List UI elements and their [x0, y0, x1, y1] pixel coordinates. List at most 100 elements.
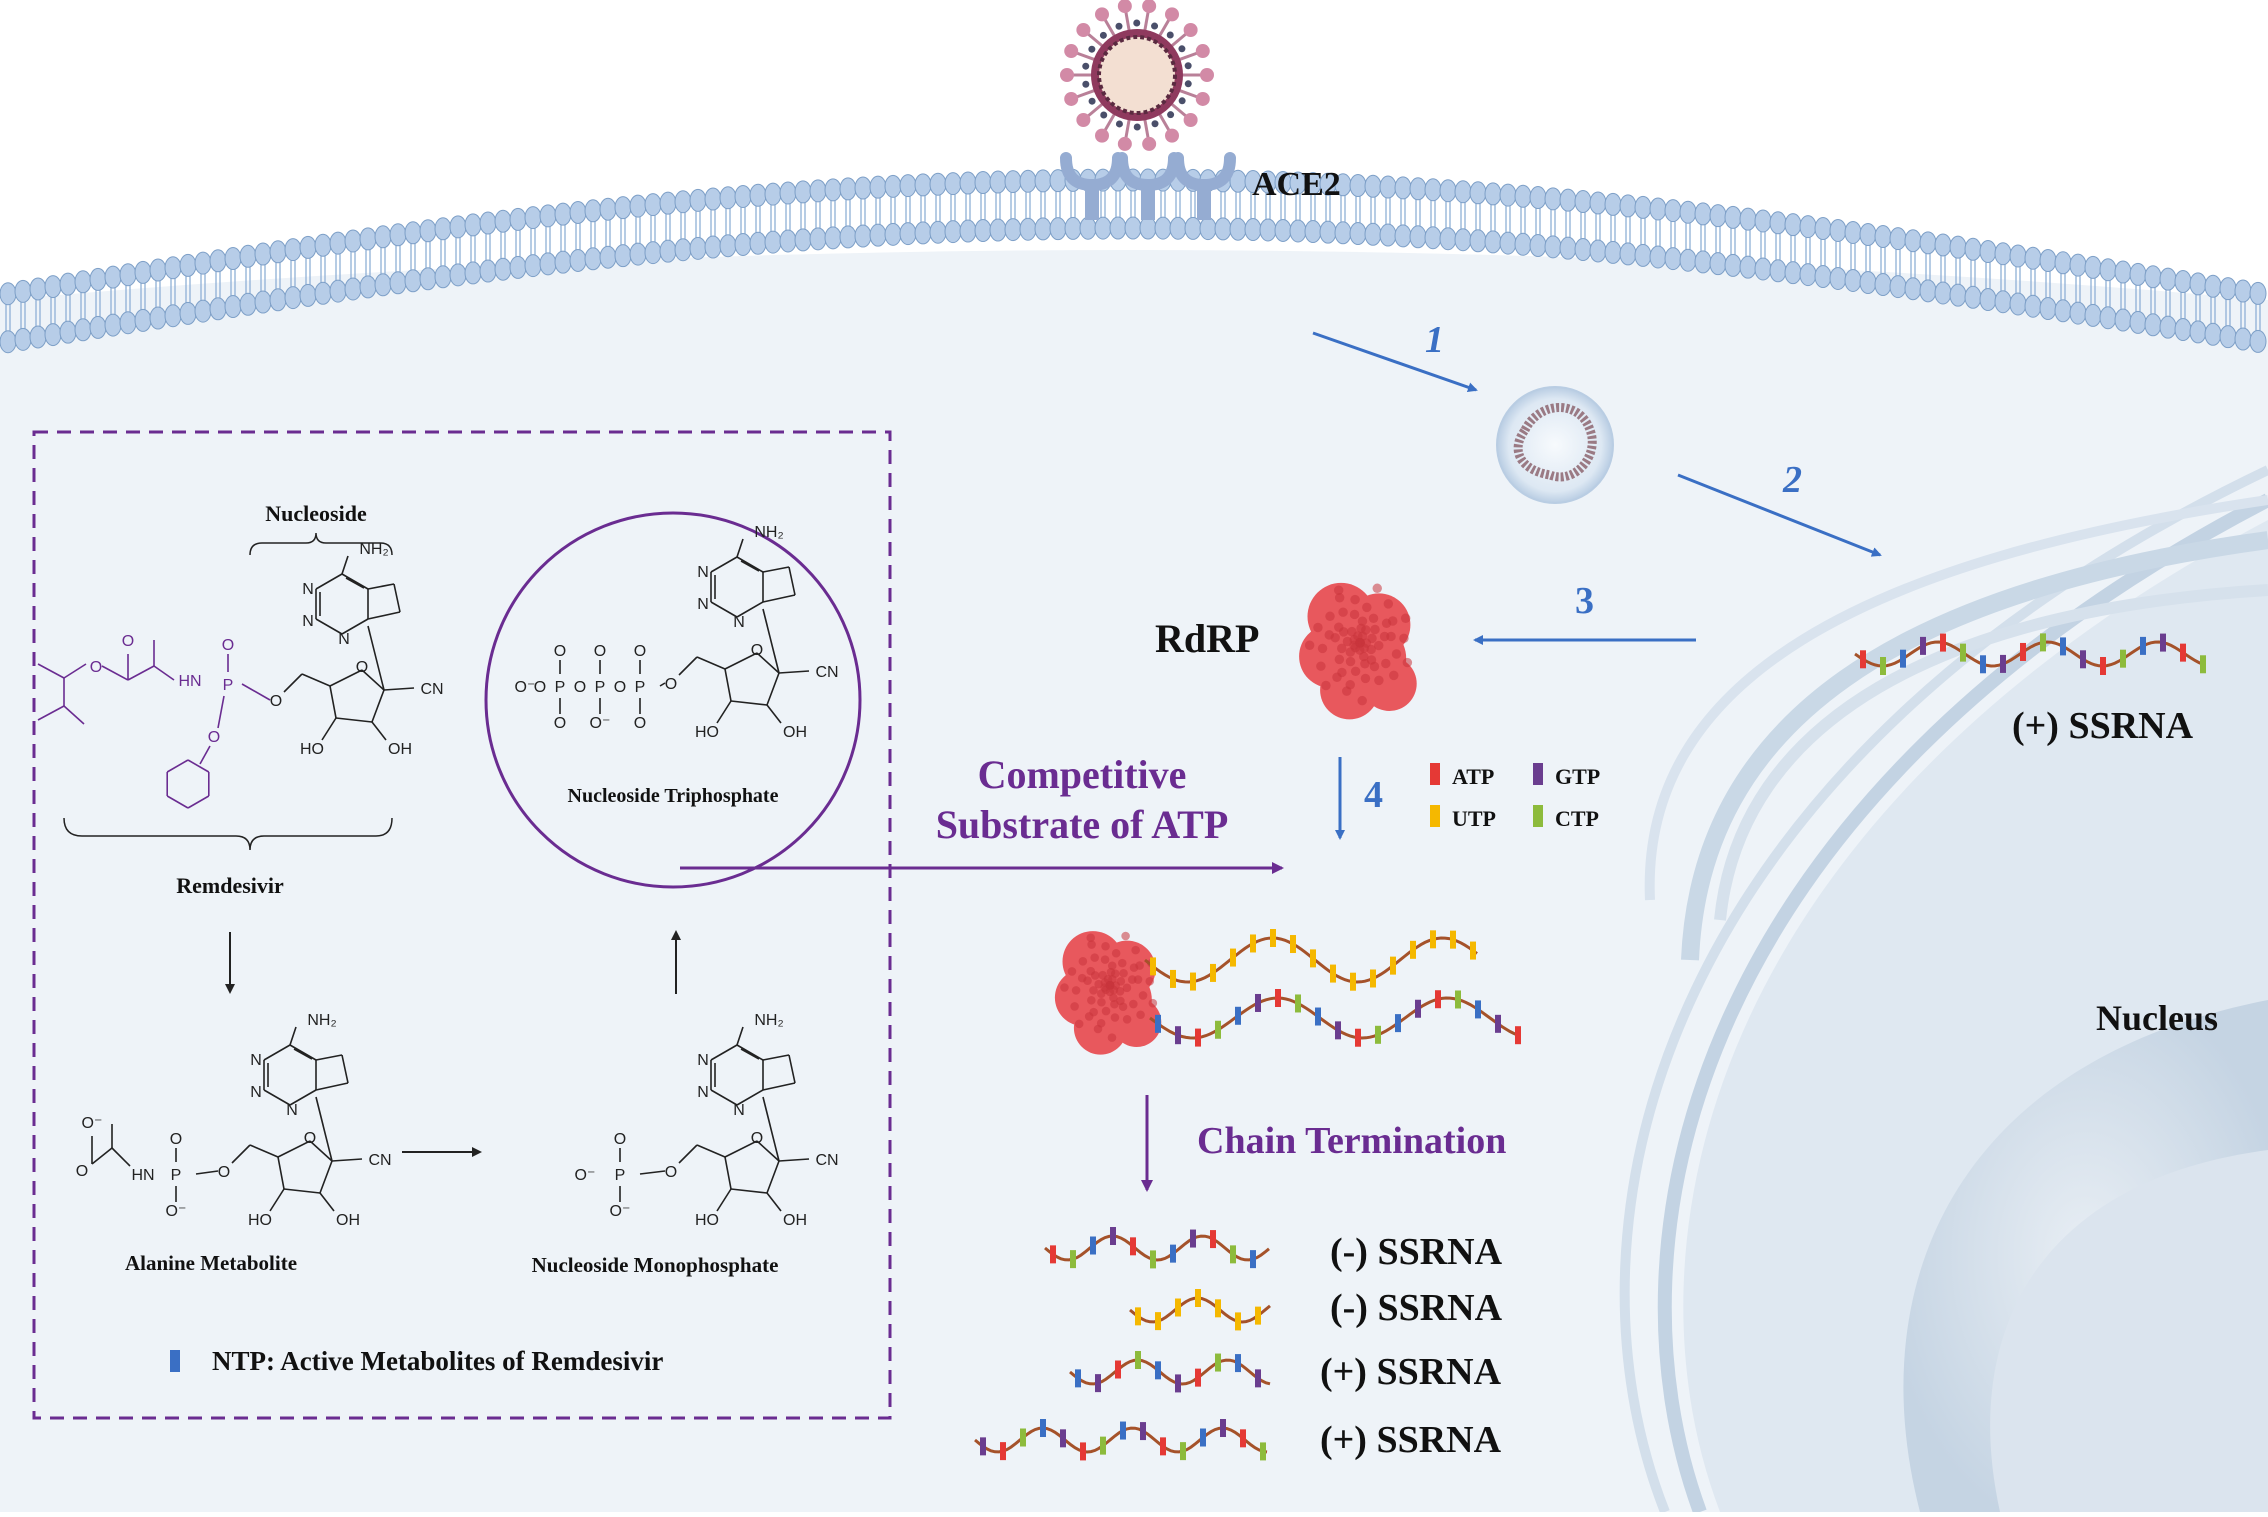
svg-text:O: O: [90, 659, 102, 676]
svg-text:O: O: [356, 659, 368, 676]
svg-text:HO: HO: [248, 1212, 272, 1229]
svg-text:CN: CN: [368, 1152, 391, 1169]
svg-text:HO: HO: [695, 724, 719, 741]
svg-text:O: O: [574, 679, 586, 696]
product-1-label: (-) SSRNA: [1330, 1231, 1503, 1273]
ntp-legend-swatch: [170, 1350, 180, 1372]
svg-text:O⁻: O⁻: [610, 1203, 631, 1220]
svg-text:N: N: [697, 596, 709, 613]
svg-text:O: O: [614, 679, 626, 696]
svg-text:O⁻: O⁻: [515, 679, 536, 696]
svg-text:O: O: [751, 1130, 763, 1147]
svg-text:N: N: [733, 614, 745, 631]
svg-text:CN: CN: [815, 664, 838, 681]
ace2-receptor-2: [1116, 152, 1180, 220]
svg-text:P: P: [635, 679, 646, 696]
svg-text:O: O: [218, 1164, 230, 1181]
svg-text:O: O: [614, 1131, 626, 1148]
svg-text:N: N: [250, 1084, 262, 1101]
svg-text:O: O: [534, 679, 546, 696]
svg-text:O⁻: O⁻: [166, 1203, 187, 1220]
svg-text:O⁻: O⁻: [82, 1115, 103, 1132]
chain-termination-label: Chain Termination: [1197, 1120, 1506, 1162]
metabolism-panel-border: [32, 430, 892, 1420]
svg-text:N: N: [733, 1102, 745, 1119]
svg-text:P: P: [615, 1167, 626, 1184]
svg-text:P: P: [555, 679, 566, 696]
ctp-swatch: [1533, 805, 1543, 827]
svg-text:CN: CN: [815, 1152, 838, 1169]
svg-text:HO: HO: [695, 1212, 719, 1229]
svg-text:OH: OH: [336, 1212, 360, 1229]
ace2-receptor-3: [1172, 152, 1236, 220]
svg-text:O: O: [665, 676, 677, 693]
atp-label: ATP: [1452, 764, 1494, 789]
product-strands: [974, 1227, 1271, 1461]
svg-text:O: O: [665, 1164, 677, 1181]
svg-text:N: N: [286, 1102, 298, 1119]
replication-complex: [1054, 929, 1521, 1055]
atp-swatch: [1430, 763, 1440, 785]
ntp-legend-text: NTP: Active Metabolites of Remdesivir: [212, 1346, 663, 1376]
svg-text:O: O: [751, 642, 763, 659]
ace2-receptor-1: [1060, 152, 1124, 220]
product-strand-1: [1044, 1227, 1270, 1269]
nucleus-label: Nucleus: [2096, 998, 2218, 1038]
svg-text:N: N: [338, 631, 350, 648]
svg-text:OH: OH: [783, 1212, 807, 1229]
svg-text:O: O: [222, 637, 234, 654]
svg-text:N: N: [697, 1084, 709, 1101]
step-1-arrow: [1312, 331, 1478, 393]
svg-text:O: O: [170, 1131, 182, 1148]
svg-text:P: P: [595, 679, 606, 696]
nucleoside-label: Nucleoside: [265, 501, 367, 526]
monophosphate-label: Nucleoside Monophosphate: [532, 1253, 779, 1277]
triphosphate-highlight-circle: [484, 511, 862, 889]
svg-text:P: P: [171, 1167, 182, 1184]
svg-text:O: O: [122, 633, 134, 650]
svg-text:N: N: [697, 1052, 709, 1069]
cell-membrane: [0, 168, 2267, 354]
gtp-swatch: [1533, 763, 1543, 785]
product-2-label: (-) SSRNA: [1330, 1287, 1503, 1329]
step-4-number: 4: [1364, 774, 1383, 816]
svg-text:HO: HO: [300, 741, 324, 758]
step-1-number: 1: [1425, 319, 1444, 361]
svg-text:O: O: [208, 729, 220, 746]
step-3-number: 3: [1575, 580, 1594, 622]
svg-text:O⁻: O⁻: [575, 1167, 596, 1184]
svg-text:CN: CN: [420, 681, 443, 698]
plus-ssrna-strand: [1854, 633, 2206, 675]
svg-text:O: O: [594, 643, 606, 660]
svg-text:O⁻: O⁻: [590, 715, 611, 732]
competitive-label-line1: Competitive: [978, 752, 1187, 797]
svg-text:N: N: [697, 564, 709, 581]
nucleotide-legend: ATP GTP UTP CTP: [1430, 763, 1600, 831]
svg-text:O: O: [634, 715, 646, 732]
svg-text:O: O: [554, 643, 566, 660]
nucleus-region: [1619, 465, 2268, 1515]
svg-text:N: N: [302, 581, 314, 598]
ace2-receptors: [1060, 152, 1236, 220]
product-4-label: (+) SSRNA: [1320, 1419, 1502, 1461]
remdesivir-label: Remdesivir: [176, 873, 284, 898]
utp-swatch: [1430, 805, 1440, 827]
alanine-label: Alanine Metabolite: [125, 1251, 297, 1275]
utp-label: UTP: [1452, 806, 1496, 831]
product-strand-4: [974, 1419, 1268, 1461]
svg-text:NH₂: NH₂: [754, 1012, 783, 1029]
step-arrows: [1312, 331, 1882, 840]
svg-text:HN: HN: [178, 673, 201, 690]
step-2-number: 2: [1782, 459, 1802, 501]
product-strand-3: [1069, 1351, 1271, 1393]
remdesivir-brace: [63, 817, 393, 851]
svg-text:NH₂: NH₂: [307, 1012, 336, 1029]
svg-text:O: O: [554, 715, 566, 732]
